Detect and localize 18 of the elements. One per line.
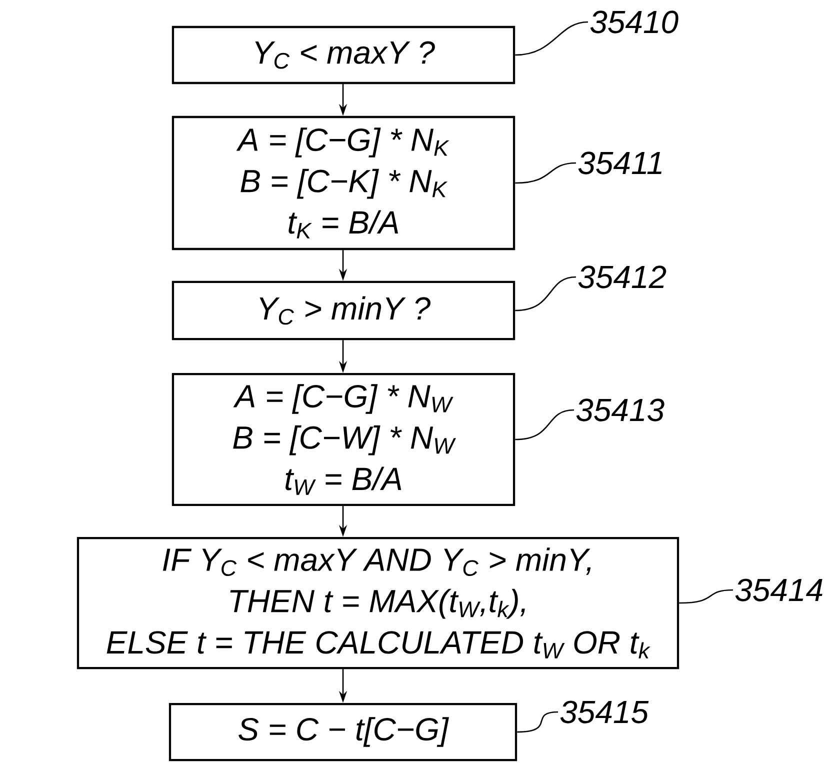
leader-line xyxy=(515,162,576,184)
leader-line xyxy=(515,409,574,440)
process-box: S = C − t[C−G] xyxy=(168,702,518,762)
reference-numeral: 35411 xyxy=(578,152,662,174)
process-box: Y$_{C}$ < maxY ? xyxy=(172,26,516,84)
reference-numeral: 35410 xyxy=(590,10,678,34)
leader-line xyxy=(679,589,734,604)
reference-numeral: 35413 xyxy=(576,398,664,422)
reference-numeral: 35412 xyxy=(578,266,666,288)
leader-line xyxy=(517,711,558,733)
leader-line xyxy=(515,276,576,312)
process-box: A = [C−G] * N$_{K}$ B = [C−K] * N$_{K}$ t$_{K}$ = B/A xyxy=(172,116,516,250)
process-box: Y$_{C}$ > minY ? xyxy=(172,280,516,340)
leader-line xyxy=(515,21,588,56)
reference-numeral: 35414 xyxy=(735,578,822,602)
process-box: IF Y$_{C}$ < maxY AND Y$_{C}$ > minY, THEN t = MAX(t$_{W}$,t$_{k}$), ELSE t = THE CALCULATED t$_{W}$ OR t$_{k}$ xyxy=(76,536,680,670)
process-box: A = [C−G] * N$_{W}$ B = [C−W] * N$_{W}$ t$_{W}$ = B/A xyxy=(172,372,516,506)
reference-numeral: 35415 xyxy=(560,700,649,724)
